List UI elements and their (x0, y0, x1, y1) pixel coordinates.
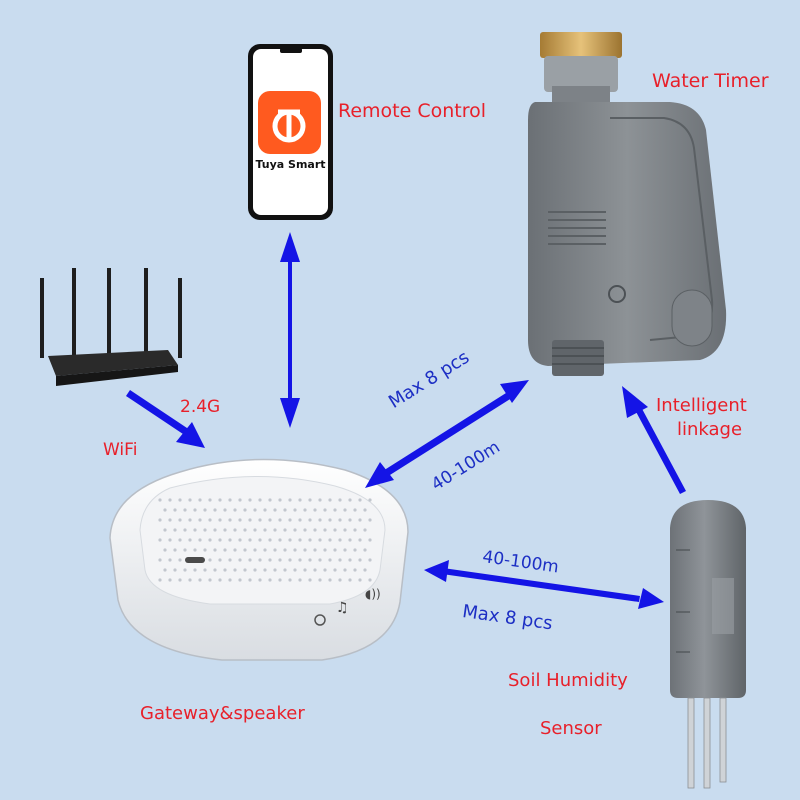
soil-humidity-sensor (670, 500, 746, 789)
arrow-gateway-sensor (424, 560, 664, 609)
power-icon (608, 285, 626, 303)
sensor-label-line1: Soil Humidity (508, 670, 628, 691)
linkage-label-line1: Intelligent (656, 395, 747, 416)
music-note-icon: ♫ (336, 600, 349, 616)
arrow-router-gateway (126, 390, 205, 448)
linkage-label-line2: linkage (677, 419, 743, 440)
water-timer (528, 32, 727, 376)
arrow-sensor-timer (622, 386, 686, 494)
wifi-label: WiFi (103, 440, 138, 460)
gateway-speaker: ♫ ◖)) (109, 458, 409, 661)
light-icon (314, 614, 326, 626)
remote-control-label: Remote Control (338, 100, 487, 122)
arrow-gateway-timer (365, 380, 529, 488)
gateway-label: Gateway&speaker (140, 703, 305, 724)
phone-app-name: Tuya Smart (255, 158, 326, 171)
speaker-grille (158, 498, 372, 582)
status-led-icon (185, 557, 205, 563)
router-band-label: 2.4G (180, 397, 221, 417)
wifi-router (40, 268, 182, 386)
smartphone (248, 44, 333, 220)
arrow-phone-gateway (280, 232, 300, 428)
water-timer-label: Water Timer (652, 70, 769, 92)
sensor-label-line2: Sensor (540, 718, 602, 739)
sound-icon: ◖)) (365, 587, 381, 601)
